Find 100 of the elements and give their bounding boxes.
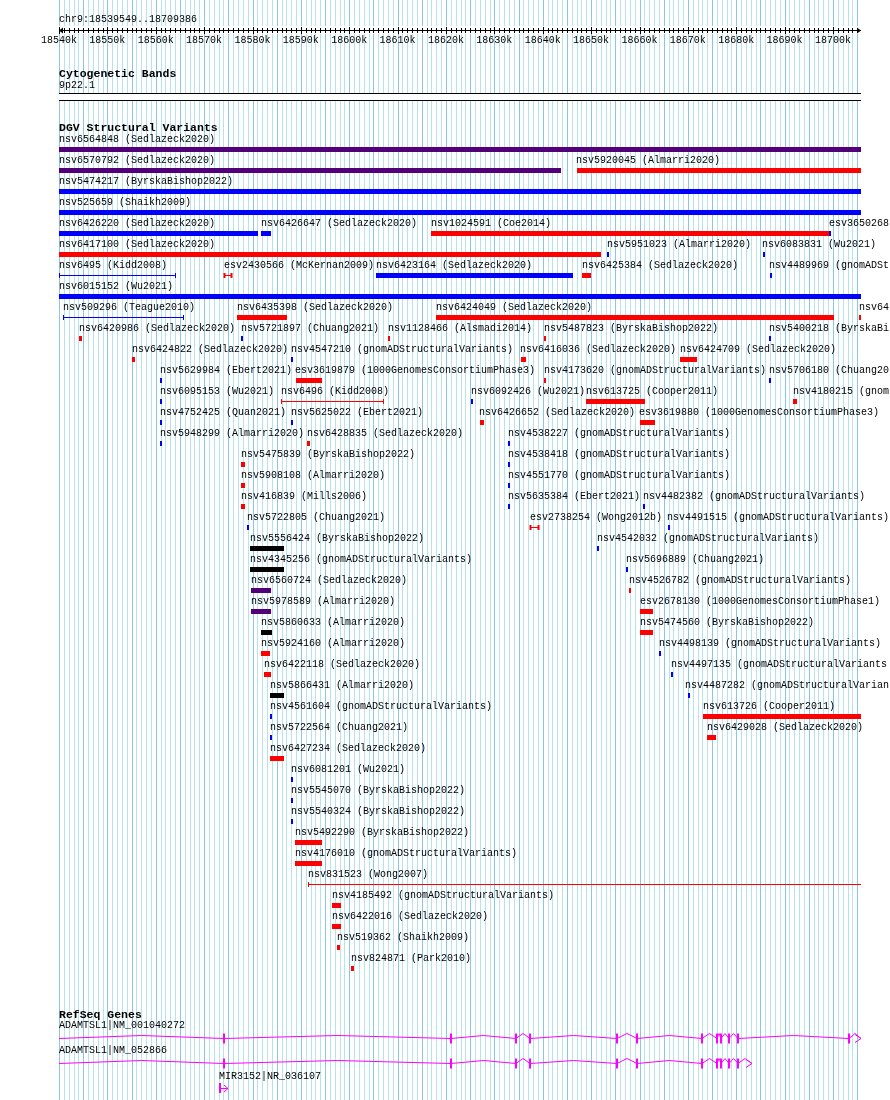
tick-label: 18670k xyxy=(669,35,706,47)
variant-label: nsv4482382 (gnomADStructuralVariants) xyxy=(643,491,866,503)
variant-label: nsv5545070 (ByrskaBishop2022) xyxy=(291,785,466,797)
variant-label: nsv5492290 (ByrskaBishop2022) xyxy=(295,827,470,839)
tick-label: 18630k xyxy=(476,35,513,47)
tick-label: 18610k xyxy=(379,35,416,47)
variant-label: nsv4547210 (gnomADStructuralVariants) xyxy=(291,344,514,356)
track-title: Cytogenetic Bands xyxy=(59,67,177,80)
variant-label: nsv4489969 (gnomADSt xyxy=(768,260,889,272)
variant-label: nsv4538227 (gnomADStructuralVariants) xyxy=(508,428,731,440)
variant-label: nsv5948299 (Almarri2020) xyxy=(160,428,305,440)
variant-label: nsv5400218 (ByrskaBi xyxy=(768,323,889,335)
variant-label: esv2430566 (McKernan2009) xyxy=(224,260,375,272)
variant-label: nsv5635384 (Ebert2021) xyxy=(508,491,641,503)
variant-label: nsv4542032 (gnomADStructuralVariants) xyxy=(597,533,820,545)
tick-label: 18700k xyxy=(815,35,851,47)
tick-label: 18580k xyxy=(234,35,271,47)
track-title: DGV Structural Variants xyxy=(59,121,218,134)
position-label: chr9:18539549..18709386 xyxy=(59,14,198,26)
gene-label: ADAMTSL1|NM_052866 xyxy=(59,1045,168,1057)
variant-label: nsv5487823 (ByrskaBishop2022) xyxy=(544,323,719,335)
variant-label: esv3619880 (1000GenomesConsortiumPhase3) xyxy=(639,407,880,419)
variant-label: esv3619879 (1000GenomesConsortiumPhase3) xyxy=(295,365,536,377)
variant-label: nsv5978589 (Almarri2020) xyxy=(251,596,396,608)
variant-label: nsv519362 (Shaikh2009) xyxy=(337,932,470,944)
variant-label: nsv6425384 (Sedlazeck2020) xyxy=(582,260,739,272)
variant-label: nsv5721897 (Chuang2021) xyxy=(241,323,380,335)
tick-label: 18680k xyxy=(718,35,755,47)
variant-label: nsv4538418 (gnomADStructuralVariants) xyxy=(508,449,731,461)
gene-label: MIR3152|NR_036107 xyxy=(219,1071,322,1083)
tick-label: 18660k xyxy=(621,35,658,47)
variant-label: nsv6426647 (Sedlazeck2020) xyxy=(261,218,418,230)
variant-label: nsv5924160 (Almarri2020) xyxy=(261,638,406,650)
track-title: RefSeq Genes xyxy=(59,1008,142,1021)
variant-label: nsv6424709 (Sedlazeck2020) xyxy=(680,344,837,356)
variant-label: nsv5920045 (Almarri2020) xyxy=(576,155,721,167)
variant-label: nsv6426220 (Sedlazeck2020) xyxy=(59,218,216,230)
variant-label: nsv5722564 (Chuang2021) xyxy=(270,722,409,734)
variant-label: nsv6095153 (Wu2021) xyxy=(160,386,275,398)
variant-label: nsv6083831 (Wu2021) xyxy=(762,239,877,251)
variant-label: nsv613725 (Cooper2011) xyxy=(586,386,719,398)
variant-label: nsv6426652 (Sedlazeck2020) xyxy=(479,407,636,419)
variant-label: nsv6081201 (Wu2021) xyxy=(291,764,406,776)
variant-label: nsv4180215 (gnom xyxy=(793,386,889,398)
variant-label: nsv1024591 (Coe2014) xyxy=(431,218,552,230)
tick-label: 18640k xyxy=(524,35,561,47)
variant-label: nsv4173620 (gnomADStructuralVariants) xyxy=(544,365,767,377)
tick-label: 18620k xyxy=(428,35,464,47)
variant-label: nsv5860633 (Almarri2020) xyxy=(261,617,406,629)
variant-label: nsv6428835 (Sedlazeck2020) xyxy=(307,428,464,440)
variant-label: nsv6564848 (Sedlazeck2020) xyxy=(59,134,216,146)
variant-label: nsv6423164 (Sedlazeck2020) xyxy=(376,260,533,272)
variant-label: nsv5722805 (Chuang2021) xyxy=(247,512,386,524)
variant-label: nsv6092426 (Wu2021) xyxy=(471,386,586,398)
tick-label: 18690k xyxy=(766,35,803,47)
tick-label: 18570k xyxy=(186,35,223,47)
variant-label: nsv64 xyxy=(859,302,889,314)
variant-label: nsv6560724 (Sedlazeck2020) xyxy=(251,575,408,587)
variant-label: nsv613726 (Cooper2011) xyxy=(703,701,836,713)
tick-label: 18550k xyxy=(89,35,126,47)
variant-label: nsv5629984 (Ebert2021) xyxy=(160,365,293,377)
variant-label: nsv5866431 (Almarri2020) xyxy=(270,680,415,692)
variant-label: nsv6424822 (Sedlazeck2020) xyxy=(132,344,289,356)
variant-label: nsv416839 (Mills2006) xyxy=(241,491,368,503)
variant-label: nsv5625022 (Ebert2021) xyxy=(291,407,424,419)
variant-label: nsv6422016 (Sedlazeck2020) xyxy=(332,911,489,923)
variant-label: nsv5908108 (Almarri2020) xyxy=(241,470,386,482)
variant-label: nsv509296 (Teague2010) xyxy=(63,302,196,314)
variant-label: nsv5706180 (Chuang20 xyxy=(768,365,889,377)
variant-label: esv2678130 (1000GenomesConsortiumPhase1) xyxy=(640,596,881,608)
variant-label: nsv5556424 (ByrskaBishop2022) xyxy=(250,533,425,545)
variant-label: nsv4561604 (gnomADStructuralVariants) xyxy=(270,701,493,713)
track-label: 9p22.1 xyxy=(59,80,95,92)
variant-label: nsv6429028 (Sedlazeck2020) xyxy=(707,722,864,734)
variant-label: nsv4498139 (gnomADStructuralVariants) xyxy=(659,638,882,650)
variant-label: nsv4176010 (gnomADStructuralVariants) xyxy=(295,848,518,860)
variant-label: nsv6416036 (Sedlazeck2020) xyxy=(520,344,677,356)
variant-label: esv2738254 (Wong2012b) xyxy=(530,512,663,524)
tick-label: 18560k xyxy=(137,35,174,47)
variant-label: nsv831523 (Wong2007) xyxy=(308,869,429,881)
variant-label: nsv5475839 (ByrskaBishop2022) xyxy=(241,449,416,461)
variant-label: nsv1128466 (Alsmadi2014) xyxy=(388,323,533,335)
tick-label: 18540k xyxy=(41,35,77,47)
variant-label: nsv4526782 (gnomADStructuralVariants) xyxy=(629,575,852,587)
variant-label: nsv5474560 (ByrskaBishop2022) xyxy=(640,617,815,629)
variant-label: nsv6420986 (Sedlazeck2020) xyxy=(79,323,236,335)
tick-label: 18590k xyxy=(282,35,319,47)
variant-label: nsv5474217 (ByrskaBishop2022) xyxy=(59,176,234,188)
tick-label: 18650k xyxy=(573,35,610,47)
variant-label: nsv5951023 (Almarri2020) xyxy=(607,239,752,251)
variant-label: nsv4551770 (gnomADStructuralVariants) xyxy=(508,470,731,482)
variant-label: nsv6424049 (Sedlazeck2020) xyxy=(436,302,593,314)
variant-label: nsv6427234 (Sedlazeck2020) xyxy=(270,743,427,755)
variant-label: nsv525659 (Shaikh2009) xyxy=(59,197,192,209)
variant-label: nsv6417100 (Sedlazeck2020) xyxy=(59,239,216,251)
variant-label: nsv6496 (Kidd2008) xyxy=(281,386,390,398)
variant-label: nsv6495 (Kidd2008) xyxy=(59,260,168,272)
variant-label: nsv5540324 (ByrskaBishop2022) xyxy=(291,806,466,818)
variant-label: nsv4491515 (gnomADStructuralVariants) xyxy=(666,512,889,524)
variant-label: nsv4185492 (gnomADStructuralVariants) xyxy=(332,890,555,902)
